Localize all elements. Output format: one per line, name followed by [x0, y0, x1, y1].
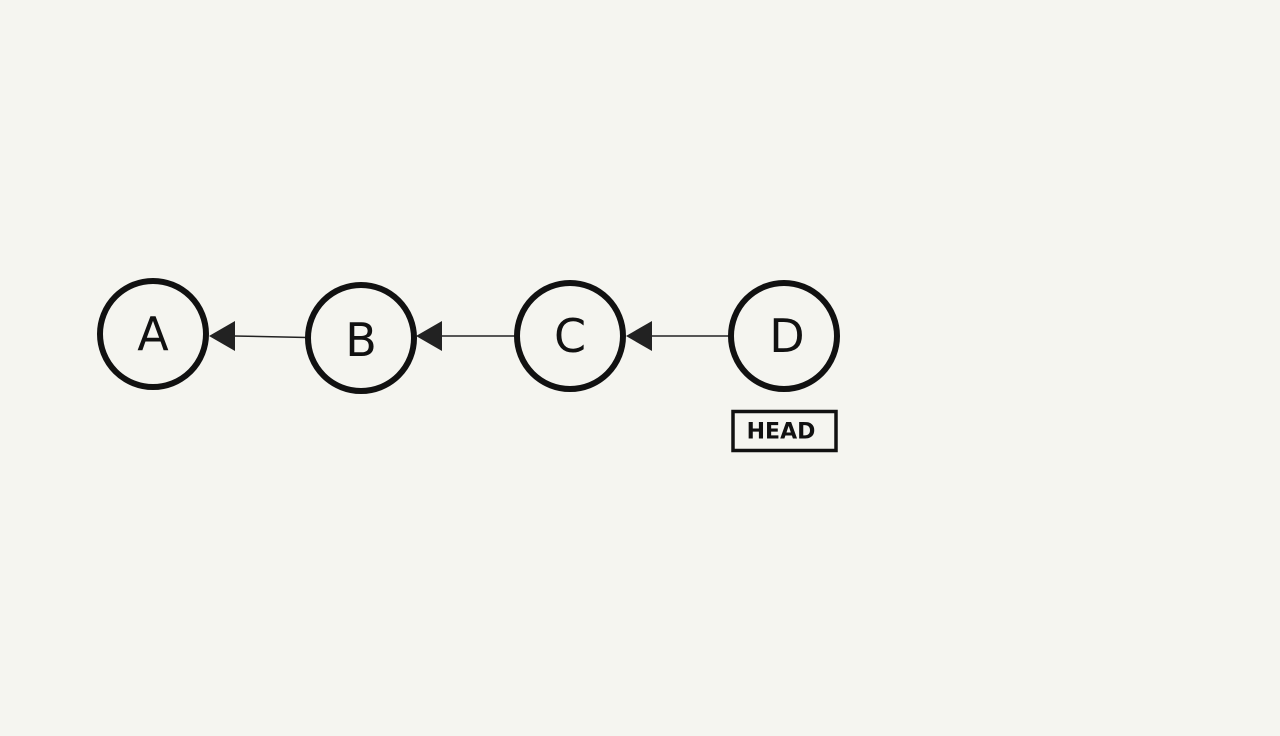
commit-label: C — [554, 309, 586, 363]
commit-node-b: B — [305, 282, 417, 394]
commit-circle — [97, 278, 209, 390]
head-label: HEAD — [747, 420, 816, 445]
edge-line — [233, 335, 308, 339]
commit-node-a: A — [97, 278, 209, 390]
edge-c-to-b — [416, 321, 516, 351]
nodes-layer: A B C D — [97, 278, 840, 394]
edge-d-to-c — [626, 321, 730, 351]
commit-label: D — [769, 309, 804, 363]
edge-b-to-a — [209, 321, 308, 351]
arrow-head — [626, 321, 652, 351]
head-pointer: HEAD — [731, 409, 838, 453]
head-box — [731, 409, 838, 453]
commit-circle — [514, 280, 626, 392]
commit-label: B — [345, 313, 377, 367]
commit-label: A — [137, 307, 169, 361]
commit-node-c: C — [514, 280, 626, 392]
commit-circle — [728, 280, 840, 392]
arrow-head — [416, 321, 442, 351]
commit-circle — [305, 282, 417, 394]
commit-node-d: D — [728, 280, 840, 392]
arrow-head — [209, 321, 235, 351]
edges-layer — [209, 321, 730, 351]
